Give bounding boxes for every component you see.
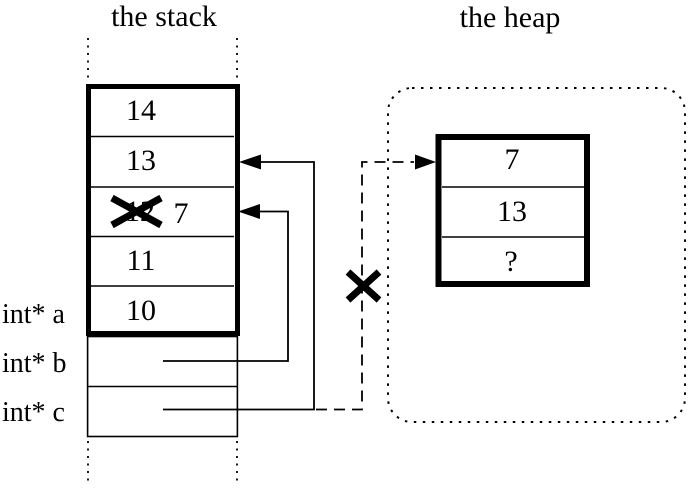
pointer-c-line: [163, 161, 315, 411]
pointer-b-arrowhead-icon: [238, 204, 260, 219]
crossout-x-stroke-2: [110, 194, 163, 229]
stack-cell-value-14: 14: [126, 94, 156, 127]
pointer-b-arrow: [163, 204, 289, 362]
pointer-label-c: int* c: [2, 397, 65, 428]
stack-cell-value-13: 13: [126, 144, 156, 177]
stack-column-guides: [87, 38, 238, 486]
pointer-label-a: int* a: [2, 299, 65, 330]
stack-pointer-cells: [86, 335, 239, 438]
dangling-pointer-dashed-arrow: [316, 154, 436, 411]
heap-cell-value-7: 7: [504, 143, 520, 176]
stack-cell-value-12-crossed: 12: [125, 195, 155, 228]
pointer-b-line: [163, 210, 289, 362]
pointer-label-b: int* b: [2, 348, 67, 379]
dangling-pointer-arrowhead-icon: [415, 154, 436, 170]
stack-frame: [86, 84, 240, 336]
heap-cell-dividers: [442, 186, 584, 238]
heap-frame: [435, 134, 590, 287]
pointer-c-arrow: [163, 154, 315, 411]
heap-cell-value-13: 13: [497, 195, 527, 228]
heap-title: the heap: [459, 1, 561, 34]
pointer-c-arrowhead-icon: [239, 154, 261, 170]
stack-title: the stack: [111, 0, 217, 33]
invalid-pointer-x-icon: [345, 269, 382, 303]
invalid-x-stroke-2: [345, 269, 382, 303]
stack-cell-new-value-7: 7: [173, 197, 189, 230]
heap-cell-value-unknown: ?: [504, 245, 518, 278]
stack-cell-dividers: [91, 135, 234, 287]
stack-cell-value-10: 10: [126, 294, 156, 327]
stack-cell-value-11: 11: [126, 244, 156, 277]
crossout-x-icon: [110, 194, 163, 229]
